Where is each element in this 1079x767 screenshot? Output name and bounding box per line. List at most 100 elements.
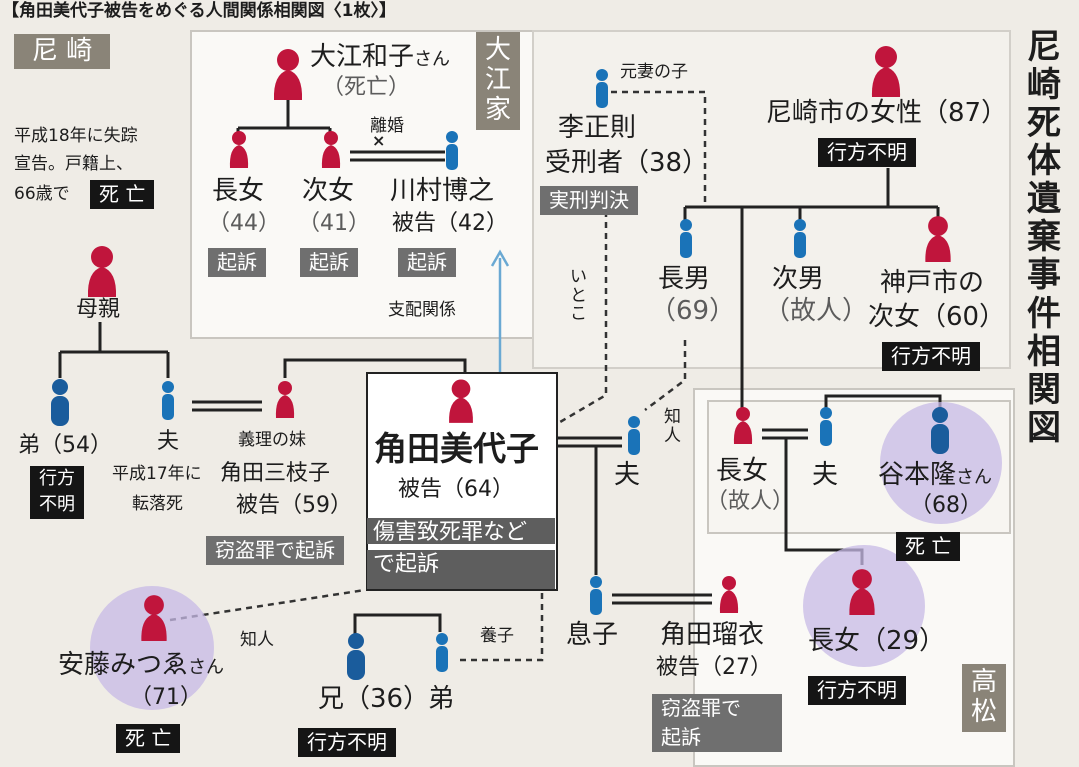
ando-honorific: さん — [188, 657, 225, 678]
female-figure-icon — [321, 131, 341, 168]
acquaintance-ando-label: 知人 — [240, 630, 274, 650]
rijeongchik-name: 李正則 — [558, 113, 637, 143]
husband-name: 夫 — [157, 429, 180, 454]
tanimoto-badge: 死 亡 — [896, 532, 961, 561]
ando-age: （71） — [130, 685, 202, 710]
domination-label: 支配関係 — [388, 300, 456, 320]
musuko-name: 息子 — [566, 620, 619, 650]
oe-jijo-age: （41） — [298, 211, 370, 236]
kobe-jijo-name-2: 次女（60） — [868, 302, 1006, 332]
acquaintance-husband-label: 知人 — [664, 407, 681, 446]
adopted-label: 養子 — [480, 626, 514, 646]
amagasaki-woman-name: 尼崎市の女性（87） — [766, 98, 1008, 128]
rijeongchik-badge: 実刑判決 — [540, 186, 638, 215]
female-figure-icon — [719, 576, 739, 613]
mother-name: 母親 — [76, 297, 121, 322]
takamatsu-choujo-name: 長女 — [716, 456, 769, 486]
mieko-name: 角田三枝子 — [220, 461, 331, 486]
header-title: 【角田美代子被告をめぐる人間関係相関図〈1枚〉】 — [2, 1, 396, 21]
kawamura-age: 被告（42） — [392, 211, 508, 236]
jinan-age: （故人） — [764, 296, 869, 326]
oe-choujo-age: （44） — [208, 211, 280, 236]
ruii-badge-1: 窃盗罪で — [652, 694, 782, 723]
miyoko-charge-1: 傷害致死罪など — [367, 518, 555, 545]
region-label-takamatsu: 高松 — [962, 664, 1006, 732]
female-figure-icon — [275, 381, 295, 418]
choujo-29-name: 長女（29） — [808, 626, 946, 656]
amagasaki-woman-badge: 行方不明 — [818, 138, 916, 167]
svg-text:×: × — [372, 131, 385, 150]
divorce-label: 離婚 — [370, 116, 404, 136]
male-figure-icon — [51, 379, 69, 426]
younger-brother-name: 弟（54） — [18, 433, 112, 458]
miyoko-charge-2: で起訴 — [367, 550, 555, 589]
region-label-amagasaki: 尼 崎 — [14, 34, 111, 70]
mieko-note: 義理の妹 — [238, 430, 306, 450]
oe-choujo-badge: 起訴 — [208, 248, 266, 277]
mieko-badge: 窃盗罪で起訴 — [206, 536, 344, 565]
choujo-29-badge: 行方不明 — [808, 676, 906, 705]
female-figure-icon — [733, 407, 753, 444]
husband-note-2: 転落死 — [132, 494, 183, 514]
younger-brother-badge-1: 行方 — [30, 466, 84, 493]
male-figure-icon — [590, 576, 602, 615]
female-figure-icon — [849, 569, 875, 616]
ruii-age: 被告（27） — [656, 655, 772, 680]
female-figure-icon — [871, 46, 901, 97]
miyoko-name: 角田美代子 — [374, 429, 539, 468]
oe-kazuko-honorific: さん — [414, 49, 451, 70]
male-figure-icon — [162, 381, 174, 420]
male-figure-icon — [596, 69, 608, 108]
ando-badge: 死 亡 — [116, 724, 181, 753]
kawamura-name: 川村博之 — [390, 176, 495, 206]
mother-death-badge: 死 亡 — [90, 180, 155, 209]
oe-jijo-badge: 起訴 — [300, 248, 358, 277]
male-figure-icon — [794, 219, 806, 258]
oe-kazuko-status: （死亡） — [322, 75, 411, 100]
mieko-age: 被告（59） — [236, 493, 352, 518]
ruii-name: 角田瑠衣 — [660, 620, 765, 650]
takamatsu-husband-name: 夫 — [812, 460, 839, 490]
mother-note-2: 宣告。戸籍上、 — [14, 154, 133, 174]
tanimoto-age: （68） — [910, 493, 982, 518]
male-figure-icon — [931, 407, 949, 454]
ando-name-text: 安藤みつゑ — [58, 650, 189, 680]
mother-note-3: 66歳で — [14, 184, 70, 204]
husband-note-1: 平成17年に — [112, 464, 202, 484]
oe-jijo-name: 次女 — [302, 176, 355, 206]
female-figure-icon — [87, 246, 117, 297]
female-figure-icon — [449, 379, 473, 423]
chounan-age: （69） — [650, 296, 736, 326]
ani-name: 兄（36） — [318, 684, 430, 714]
kobe-jijo-badge: 行方不明 — [882, 342, 980, 371]
ando-name: 安藤みつゑさん — [58, 650, 225, 680]
male-figure-icon — [436, 633, 448, 672]
female-figure-icon — [229, 131, 249, 168]
region-label-oe: 大江家 — [476, 32, 520, 130]
female-figure-icon — [141, 595, 167, 642]
ex-wife-child-label: 元妻の子 — [620, 62, 688, 82]
male-figure-icon — [347, 633, 365, 680]
cousin-label: いとこ — [570, 267, 587, 325]
takamatsu-choujo-age: （故人） — [706, 489, 795, 514]
kobe-jijo-name-1: 神戸市の — [880, 268, 985, 298]
oe-choujo-name: 長女 — [212, 176, 265, 206]
miyoko-age: 被告（64） — [398, 477, 514, 502]
otouto2-name: 弟 — [428, 684, 455, 714]
jinan-name: 次男 — [772, 264, 825, 294]
male-figure-icon — [820, 407, 832, 446]
rijeongchik-status: 受刑者（38） — [545, 148, 709, 178]
oe-kazuko-name-text: 大江和子 — [310, 42, 415, 72]
female-figure-icon — [925, 216, 951, 263]
oe-kazuko-name: 大江和子さん — [310, 42, 451, 72]
male-figure-icon — [628, 416, 640, 455]
chounan-name: 長男 — [658, 264, 711, 294]
tanimoto-name: 谷本隆さん — [878, 461, 992, 489]
miyoko-husband-name: 夫 — [614, 460, 641, 490]
ruii-badge-2: 起訴 — [652, 723, 782, 752]
younger-brother-badge-2: 不明 — [30, 492, 84, 519]
kawamura-badge: 起訴 — [398, 248, 456, 277]
ani-badge: 行方不明 — [298, 728, 396, 757]
